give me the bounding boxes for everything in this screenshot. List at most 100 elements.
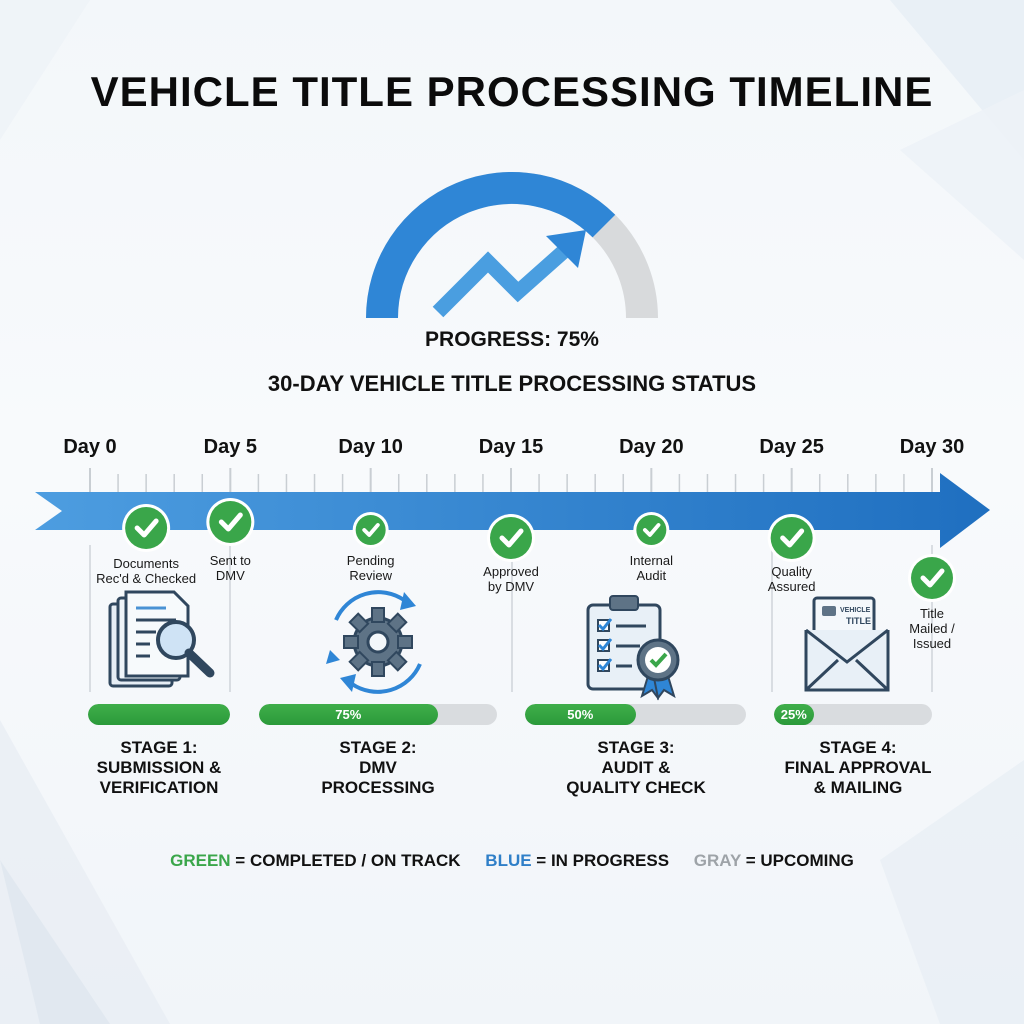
svg-text:VEHICLE: VEHICLE: [840, 607, 871, 614]
stage-3-progress-bar: 50%: [525, 704, 746, 725]
progress-label: PROGRESS: 75%: [425, 328, 599, 351]
stage-3-title: STAGE 3: AUDIT & QUALITY CHECK: [541, 738, 731, 798]
stage-4-title: STAGE 4: FINAL APPROVAL & MAILING: [763, 738, 953, 798]
legend-text: = UPCOMING: [741, 851, 854, 870]
legend-item-green: GREEN = COMPLETED / ON TRACK: [170, 851, 460, 870]
legend-keyword: GREEN: [170, 851, 231, 870]
day-label: Day 5: [203, 436, 258, 458]
milestone-label-line: Review: [349, 568, 392, 583]
stage-3-title-line: AUDIT &: [601, 758, 671, 777]
milestone-label-line: Assured: [767, 579, 816, 594]
legend-keyword: BLUE: [485, 851, 532, 870]
legend-item-gray: GRAY = UPCOMING: [694, 851, 854, 870]
gear-cycle-icon: [326, 590, 422, 694]
stage-4-progress-bar: 25%: [774, 704, 932, 725]
milestone-label-line: Audit: [636, 568, 667, 583]
day-label: Day 30: [899, 436, 965, 458]
gear-tooth: [386, 650, 408, 672]
legend-text: = IN PROGRESS: [531, 851, 670, 870]
milestone-check-icon: [767, 514, 816, 562]
gear-tooth: [348, 650, 370, 672]
stage-2-title-line: STAGE 2:: [339, 738, 417, 757]
stage-2-title: STAGE 2: DMV PROCESSING: [283, 738, 473, 798]
status-legend: GREEN = COMPLETED / ON TRACK BLUE = IN P…: [0, 851, 1024, 871]
day-label: Day 15: [478, 436, 544, 458]
svg-text:TITLE: TITLE: [846, 616, 871, 626]
milestone-label-line: by DMV: [487, 579, 535, 594]
stage-1-title-line: VERIFICATION: [99, 778, 219, 797]
gear-tooth: [348, 612, 370, 634]
stage-3-progress-text: 50%: [567, 707, 594, 722]
milestone-check-icon: [206, 498, 255, 546]
stage-3-title-line: STAGE 3:: [597, 738, 675, 757]
trend-up-arrow-icon: [432, 230, 586, 318]
milestone-label-line: DMV: [215, 568, 245, 583]
stage-3-title-line: QUALITY CHECK: [566, 778, 706, 797]
day-label: Day 20: [619, 436, 684, 458]
milestone-label-line: Approved: [483, 564, 539, 579]
gauge-fill: [366, 172, 616, 319]
stage-3-progress-fill: [525, 704, 636, 725]
milestone-label-line: Title: [919, 606, 945, 621]
milestone-check-icon: [352, 512, 389, 548]
gear-tooth: [386, 612, 408, 634]
day-label: Day 25: [759, 436, 824, 458]
stage-4-title-line: & MAILING: [813, 778, 903, 797]
day-label: Day 10: [338, 436, 403, 458]
stage-4-progress-text: 25%: [780, 707, 807, 722]
gear-tooth: [371, 661, 385, 677]
stage-2-progress-bar: 75%: [259, 704, 497, 725]
milestone-label-line: Sent to: [209, 553, 251, 568]
timeline-arrow: [35, 473, 990, 548]
envelope-title-document-icon: VEHICLE TITLE: [804, 596, 890, 692]
milestone-label-line: Documents: [113, 556, 179, 571]
milestone-label-line: Issued: [912, 636, 952, 651]
milestone-label-line: Rec'd & Checked: [96, 571, 197, 586]
milestone-check-icon: [122, 504, 171, 552]
stage-1-title-line: STAGE 1:: [120, 738, 198, 757]
stage-4-progress-fill: [774, 704, 814, 725]
stage-2-progress-fill: [259, 704, 438, 725]
milestone-checks: [122, 498, 956, 602]
gear-tooth: [343, 635, 359, 649]
milestone-check-icon: [633, 512, 670, 548]
timeline-ticks: [89, 468, 933, 492]
stage-1-title: STAGE 1: SUBMISSION & VERIFICATION: [64, 738, 254, 798]
legend-text: = COMPLETED / ON TRACK: [230, 851, 461, 870]
stage-4-title-line: STAGE 4:: [819, 738, 897, 757]
milestone-guides: [89, 545, 933, 692]
milestone-check-icon: [487, 514, 535, 562]
stage-1-progress-text: [88, 704, 230, 725]
gear-tooth: [397, 635, 413, 649]
page-title: VEHICLE TITLE PROCESSING TIMELINE: [90, 68, 934, 115]
gear-tooth: [371, 607, 385, 623]
stage-2-title-line: DMV: [359, 758, 397, 777]
milestone-label-line: Internal: [629, 553, 674, 568]
documents-magnifier-icon: [108, 590, 215, 688]
stage-2-title-line: PROCESSING: [321, 778, 435, 797]
clipboard-checklist-badge-icon: [586, 595, 680, 701]
stage-1-progress-bar: [88, 704, 230, 725]
milestone-label-line: Pending: [346, 553, 395, 568]
timeline-subtitle: 30-DAY VEHICLE TITLE PROCESSING STATUS: [267, 371, 757, 396]
stage-1-progress-fill: [88, 704, 230, 725]
stage-1-title-line: SUBMISSION &: [96, 758, 222, 777]
milestone-label-line: Quality: [771, 564, 812, 579]
milestone-label-line: Mailed /: [909, 621, 955, 636]
day-label: Day 0: [63, 436, 117, 458]
milestone-check-icon: [908, 554, 956, 602]
legend-keyword: GRAY: [693, 851, 742, 870]
stage-2-progress-text: 75%: [335, 707, 362, 722]
gauge-track-and-fill: [366, 172, 658, 319]
